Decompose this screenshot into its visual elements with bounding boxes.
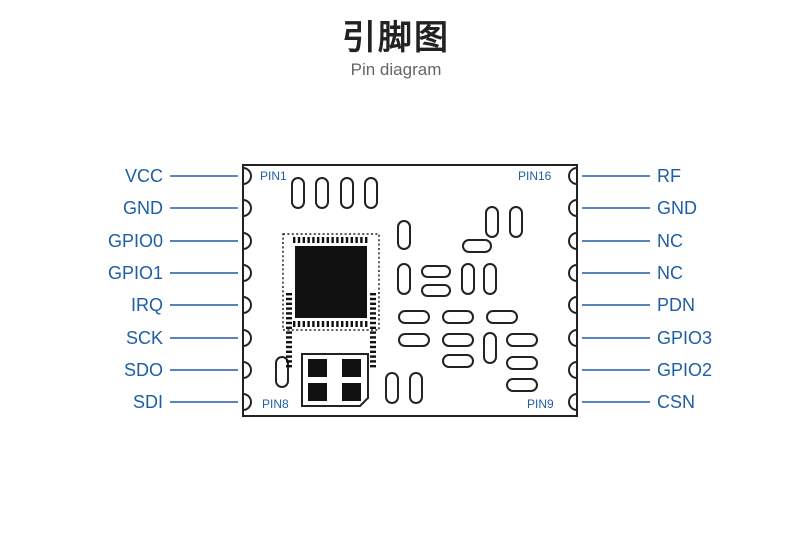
smd-component [461, 263, 475, 295]
pin-pad [568, 361, 578, 379]
smd-component [409, 372, 423, 404]
left-pin-label: VCC [125, 166, 163, 186]
left-pin-label: GND [123, 198, 163, 218]
page-title: 引脚图 [342, 18, 450, 58]
qfn-chip [282, 233, 380, 368]
right-pin-label: PDN [657, 295, 695, 315]
pin9-label: PIN9 [527, 397, 554, 411]
smd-component [509, 206, 523, 238]
left-pin-label: GPIO0 [108, 231, 163, 251]
smd-component [486, 310, 518, 324]
pin-pad [242, 361, 252, 379]
right-pin-label: RF [657, 166, 681, 186]
pin-pad [242, 329, 252, 347]
smd-component [421, 265, 451, 278]
pin-pad [242, 232, 252, 250]
smd-component [364, 177, 378, 209]
smd-component [442, 333, 474, 347]
smd-component [315, 177, 329, 209]
smd-component [385, 372, 399, 404]
smd-component [397, 220, 411, 250]
left-pin-label: IRQ [131, 295, 163, 315]
pin8-label: PIN8 [262, 397, 289, 411]
chip-die [295, 246, 367, 318]
right-pin-label: GND [657, 198, 697, 218]
pin1-label: PIN1 [260, 169, 287, 183]
left-pin-label: SCK [126, 328, 163, 348]
smd-component [398, 310, 430, 324]
pin-pad [568, 329, 578, 347]
pin-pad [242, 199, 252, 217]
pin-pad [242, 264, 252, 282]
pin-pad [242, 296, 252, 314]
pin-pad [568, 264, 578, 282]
left-pin-label: SDI [133, 392, 163, 412]
smd-component [275, 356, 289, 388]
right-pin-label: NC [657, 263, 683, 283]
smd-component [398, 333, 430, 347]
smd-component [506, 333, 538, 347]
pin-pad [568, 393, 578, 411]
right-pin-label: GPIO2 [657, 360, 712, 380]
smd-component [442, 310, 474, 324]
smd-component [397, 263, 411, 295]
right-pin-label: CSN [657, 392, 695, 412]
page-subtitle: Pin diagram [350, 60, 442, 79]
left-pin-label: SDO [124, 360, 163, 380]
right-pin-label: NC [657, 231, 683, 251]
pin-pad [242, 167, 252, 185]
pin-pad [568, 167, 578, 185]
right-pin-label: GPIO3 [657, 328, 712, 348]
smd-component [421, 284, 451, 297]
smd-component [506, 378, 538, 392]
smd-component [340, 177, 354, 209]
crystal-component [301, 353, 369, 407]
pin16-label: PIN16 [518, 169, 552, 183]
smd-component [506, 356, 538, 370]
smd-component [483, 263, 497, 295]
smd-component [485, 206, 499, 238]
left-pin-label: GPIO1 [108, 263, 163, 283]
component-group [275, 177, 538, 404]
smd-component [462, 239, 492, 253]
smd-component [442, 354, 474, 368]
pin-pad [568, 232, 578, 250]
pin-pad [242, 393, 252, 411]
smd-component [483, 332, 497, 364]
pin-pad [568, 199, 578, 217]
pin-pad [568, 296, 578, 314]
smd-component [291, 177, 305, 209]
